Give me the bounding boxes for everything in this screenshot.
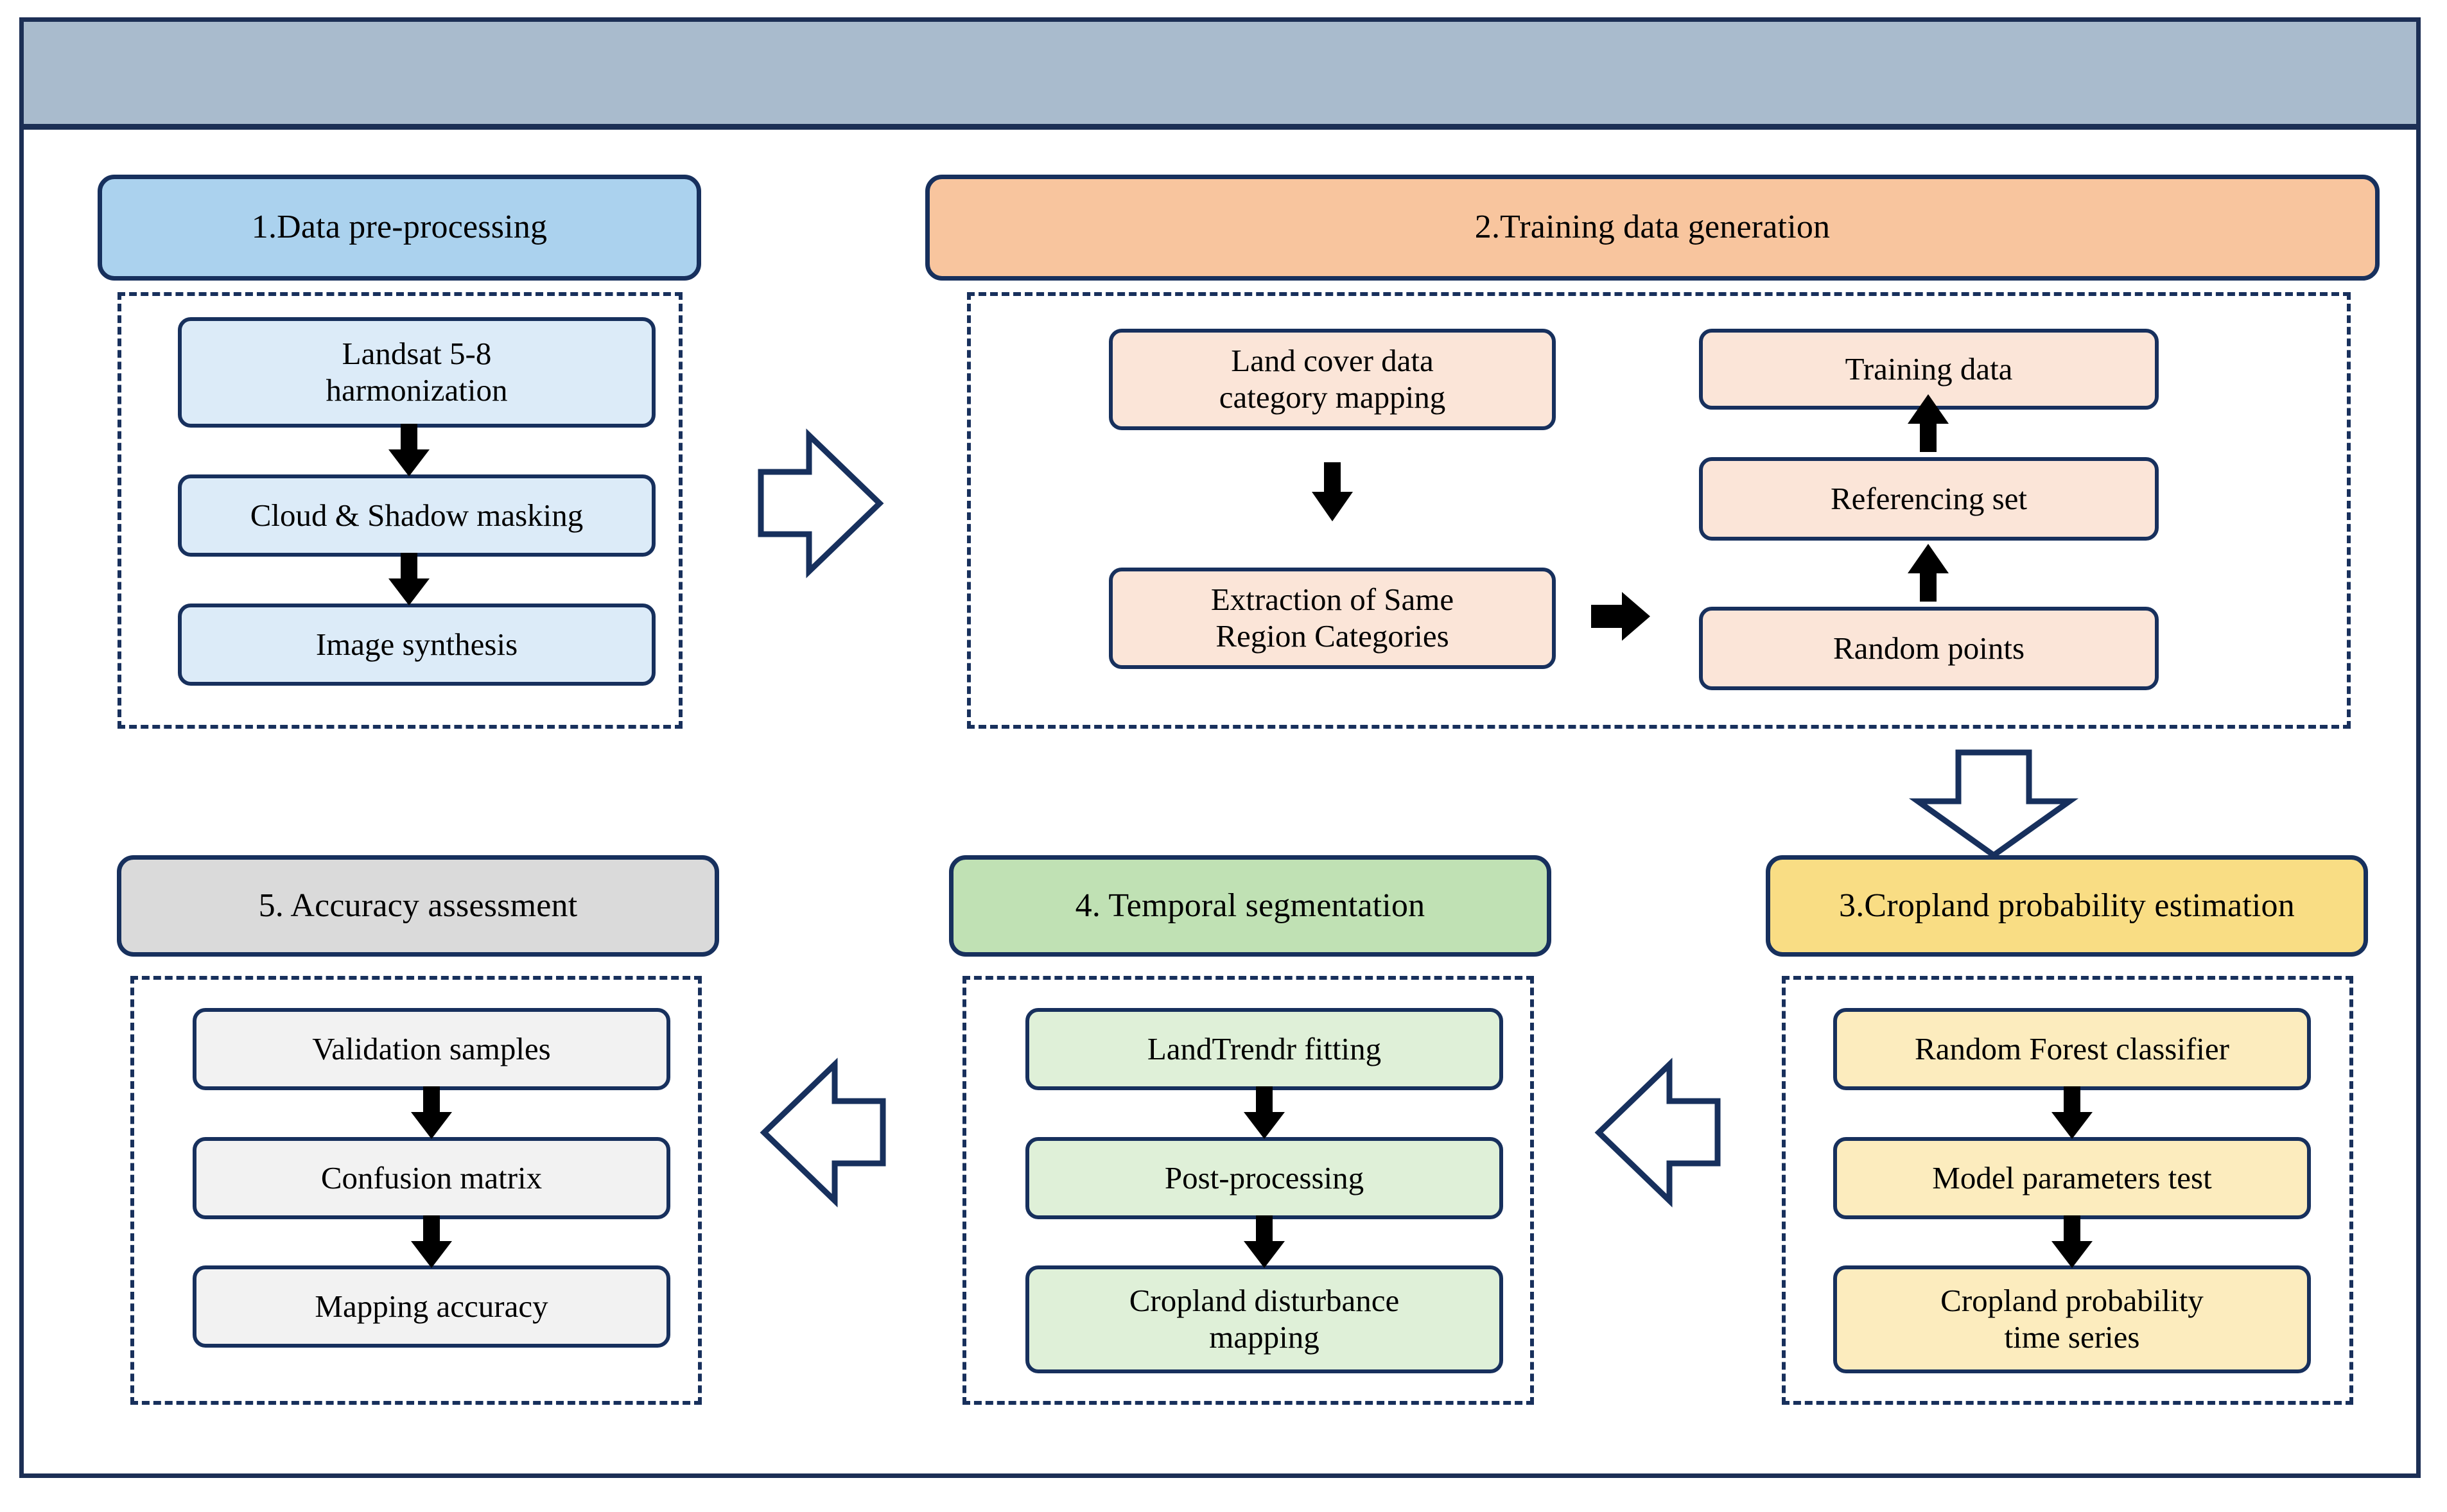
group-cropland-probability-estimation	[1782, 976, 2353, 1405]
arrow-down-icon	[407, 1086, 456, 1140]
arrow-down-icon	[1240, 1086, 1289, 1140]
connector-arrow-left-icon	[1576, 1053, 1737, 1213]
section-header-training-data-generation[interactable]: 2.Training data generation	[925, 175, 2380, 281]
arrow-down-icon	[385, 553, 433, 607]
group-accuracy-assessment	[130, 976, 702, 1405]
arrow-down-icon	[2048, 1215, 2096, 1269]
connector-arrow-right-icon	[742, 424, 902, 584]
section-header-cropland-probability-estimation[interactable]: 3.Cropland probability estimation	[1766, 855, 2368, 957]
node-validation-samples[interactable]: Validation samples	[193, 1008, 670, 1090]
node-image-synthesis[interactable]: Image synthesis	[178, 604, 656, 686]
arrow-down-icon	[2048, 1086, 2096, 1140]
arrow-down-icon	[385, 424, 433, 478]
node-cloud-shadow-masking[interactable]: Cloud & Shadow masking	[178, 474, 656, 557]
arrow-up-icon	[1904, 543, 1953, 603]
node-post-processing[interactable]: Post-processing	[1025, 1137, 1503, 1219]
node-random-points[interactable]: Random points	[1699, 607, 2159, 690]
group-training-data-generation	[967, 292, 2351, 729]
node-model-parameters-test[interactable]: Model parameters test	[1833, 1137, 2311, 1219]
arrow-up-icon	[1904, 393, 1953, 453]
node-confusion-matrix[interactable]: Confusion matrix	[193, 1137, 670, 1219]
group-temporal-segmentation	[962, 976, 1534, 1405]
section-header-data-preprocessing[interactable]: 1.Data pre-processing	[98, 175, 701, 281]
node-referencing-set[interactable]: Referencing set	[1699, 457, 2159, 541]
section-header-temporal-segmentation[interactable]: 4. Temporal segmentation	[949, 855, 1551, 957]
node-mapping-accuracy[interactable]: Mapping accuracy	[193, 1265, 670, 1348]
arrow-right-icon	[1591, 591, 1651, 642]
node-random-forest-classifier[interactable]: Random Forest classifier	[1833, 1008, 2311, 1090]
arrow-down-icon	[407, 1215, 456, 1269]
section-header-accuracy-assessment[interactable]: 5. Accuracy assessment	[117, 855, 719, 957]
group-data-preprocessing	[118, 292, 683, 729]
arrow-down-icon	[1240, 1215, 1289, 1269]
node-landtrendr-fitting[interactable]: LandTrendr fitting	[1025, 1008, 1503, 1090]
arrow-down-icon	[1308, 462, 1357, 523]
connector-arrow-down-icon	[1904, 745, 2084, 867]
figure-title-bar	[24, 22, 2416, 130]
connector-arrow-left-icon	[742, 1053, 902, 1213]
